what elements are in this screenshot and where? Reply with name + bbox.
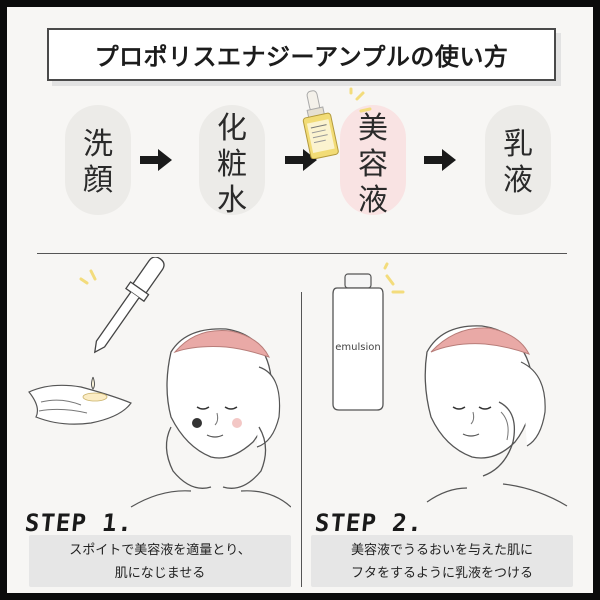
column-divider — [301, 292, 302, 587]
page-title: プロポリスエナジーアンプルの使い方 — [47, 28, 556, 81]
step2-line2: フタをするように乳液をつける — [350, 566, 533, 581]
step2-description: 美容液でうるおいを与えた肌に フタをするように乳液をつける — [311, 535, 573, 587]
flow-step-toner-label: 化粧水 — [217, 111, 247, 218]
bottle-label: emulsion — [335, 342, 380, 353]
flow-step-emulsion-label: 乳液 — [503, 127, 533, 198]
ampoule-bottle-icon — [302, 87, 372, 159]
arrow-right-icon — [140, 149, 172, 171]
arrow-right-icon — [285, 149, 317, 171]
step1-line1: スポイトで美容液を適量とり、 — [69, 543, 251, 558]
arrow-right-icon — [424, 149, 456, 171]
step1-description: スポイトで美容液を適量とり、 肌になじませる — [29, 535, 291, 587]
flow-step-serum — [340, 105, 406, 215]
flow-step-cleanse-label: 洗顔 — [83, 127, 113, 198]
instruction-card: プロポリスエナジーアンプルの使い方 洗顔 化粧水 美容液 乳液 — [7, 7, 593, 593]
step2-label: STEP 2. — [313, 509, 425, 537]
step1-line2: 肌になじませる — [114, 566, 206, 581]
flow-step-cleanse — [65, 105, 131, 215]
step2-line1: 美容液でうるおいを与えた肌に — [350, 543, 533, 558]
flow-step-toner — [199, 105, 265, 215]
step1-label: STEP 1. — [23, 509, 135, 537]
step2-illustration: emulsion — [332, 262, 568, 507]
flow-step-emulsion — [485, 105, 551, 215]
step1-illustration — [28, 257, 291, 508]
flow-step-serum-label: 美容液 — [358, 111, 388, 218]
section-divider — [37, 253, 567, 254]
